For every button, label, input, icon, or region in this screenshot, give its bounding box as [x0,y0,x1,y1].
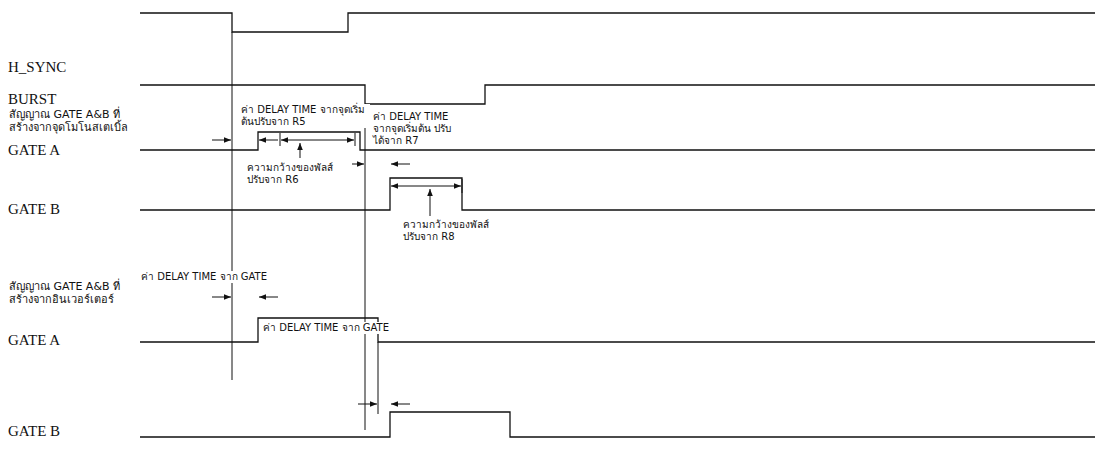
annotation: ค่า DELAY TIME จากจุดเริ่มต้นปรับจาก R5 [240,104,370,128]
delay-arrow [259,140,278,141]
hsync-wave [140,13,1095,32]
annotation: ความกว้างของพัลส์ ปรับจาก R6 [246,162,352,186]
signal-name: H_SYNC [8,58,66,76]
delay-arrow [391,404,410,405]
annotation: สัญญาณ GATE A&B ที่สร้างจากจุดโมโนสเตเบิ… [8,108,142,134]
delay-arrow [358,404,377,405]
annotation: สัญญาณ GATE A&B ที่สร้างจากอินเวอร์เตอร์ [8,280,142,306]
signal-name: BURST [8,90,56,108]
reference-line [232,32,233,380]
annotation: ค่า DELAY TIME จาก GATE [140,271,268,283]
width-arrow [391,186,461,187]
signal-name: GATE B [8,422,60,440]
delay-arrow [212,297,231,298]
tick-line [355,133,356,146]
signal-name: GATE B [8,200,60,218]
pointer-arrow [300,143,301,158]
burst-wave [140,85,1095,104]
annotation: ความกว้างของพัลส์ ปรับจาก R8 [402,219,508,243]
annotation: ค่า DELAY TIME จาก GATE [262,322,390,334]
reference-line [378,342,379,414]
gate-b-inv-wave [140,412,1095,437]
signal-name: GATE A [8,141,60,159]
pointer-arrow [430,189,431,216]
tick-line [280,133,281,146]
width-arrow [281,140,354,141]
tick-line [462,179,463,193]
signal-name: GATE A [8,331,60,349]
annotation: ค่า DELAY TIME จากจุดเริ่มต้น ปรับได้จาก… [372,111,456,147]
delay-arrow [212,140,231,141]
gate-a-inv-wave [140,318,1095,342]
delay-arrow [391,164,410,165]
delay-arrow [259,297,278,298]
gate-a-wave [140,132,1095,150]
reference-line [365,104,366,430]
